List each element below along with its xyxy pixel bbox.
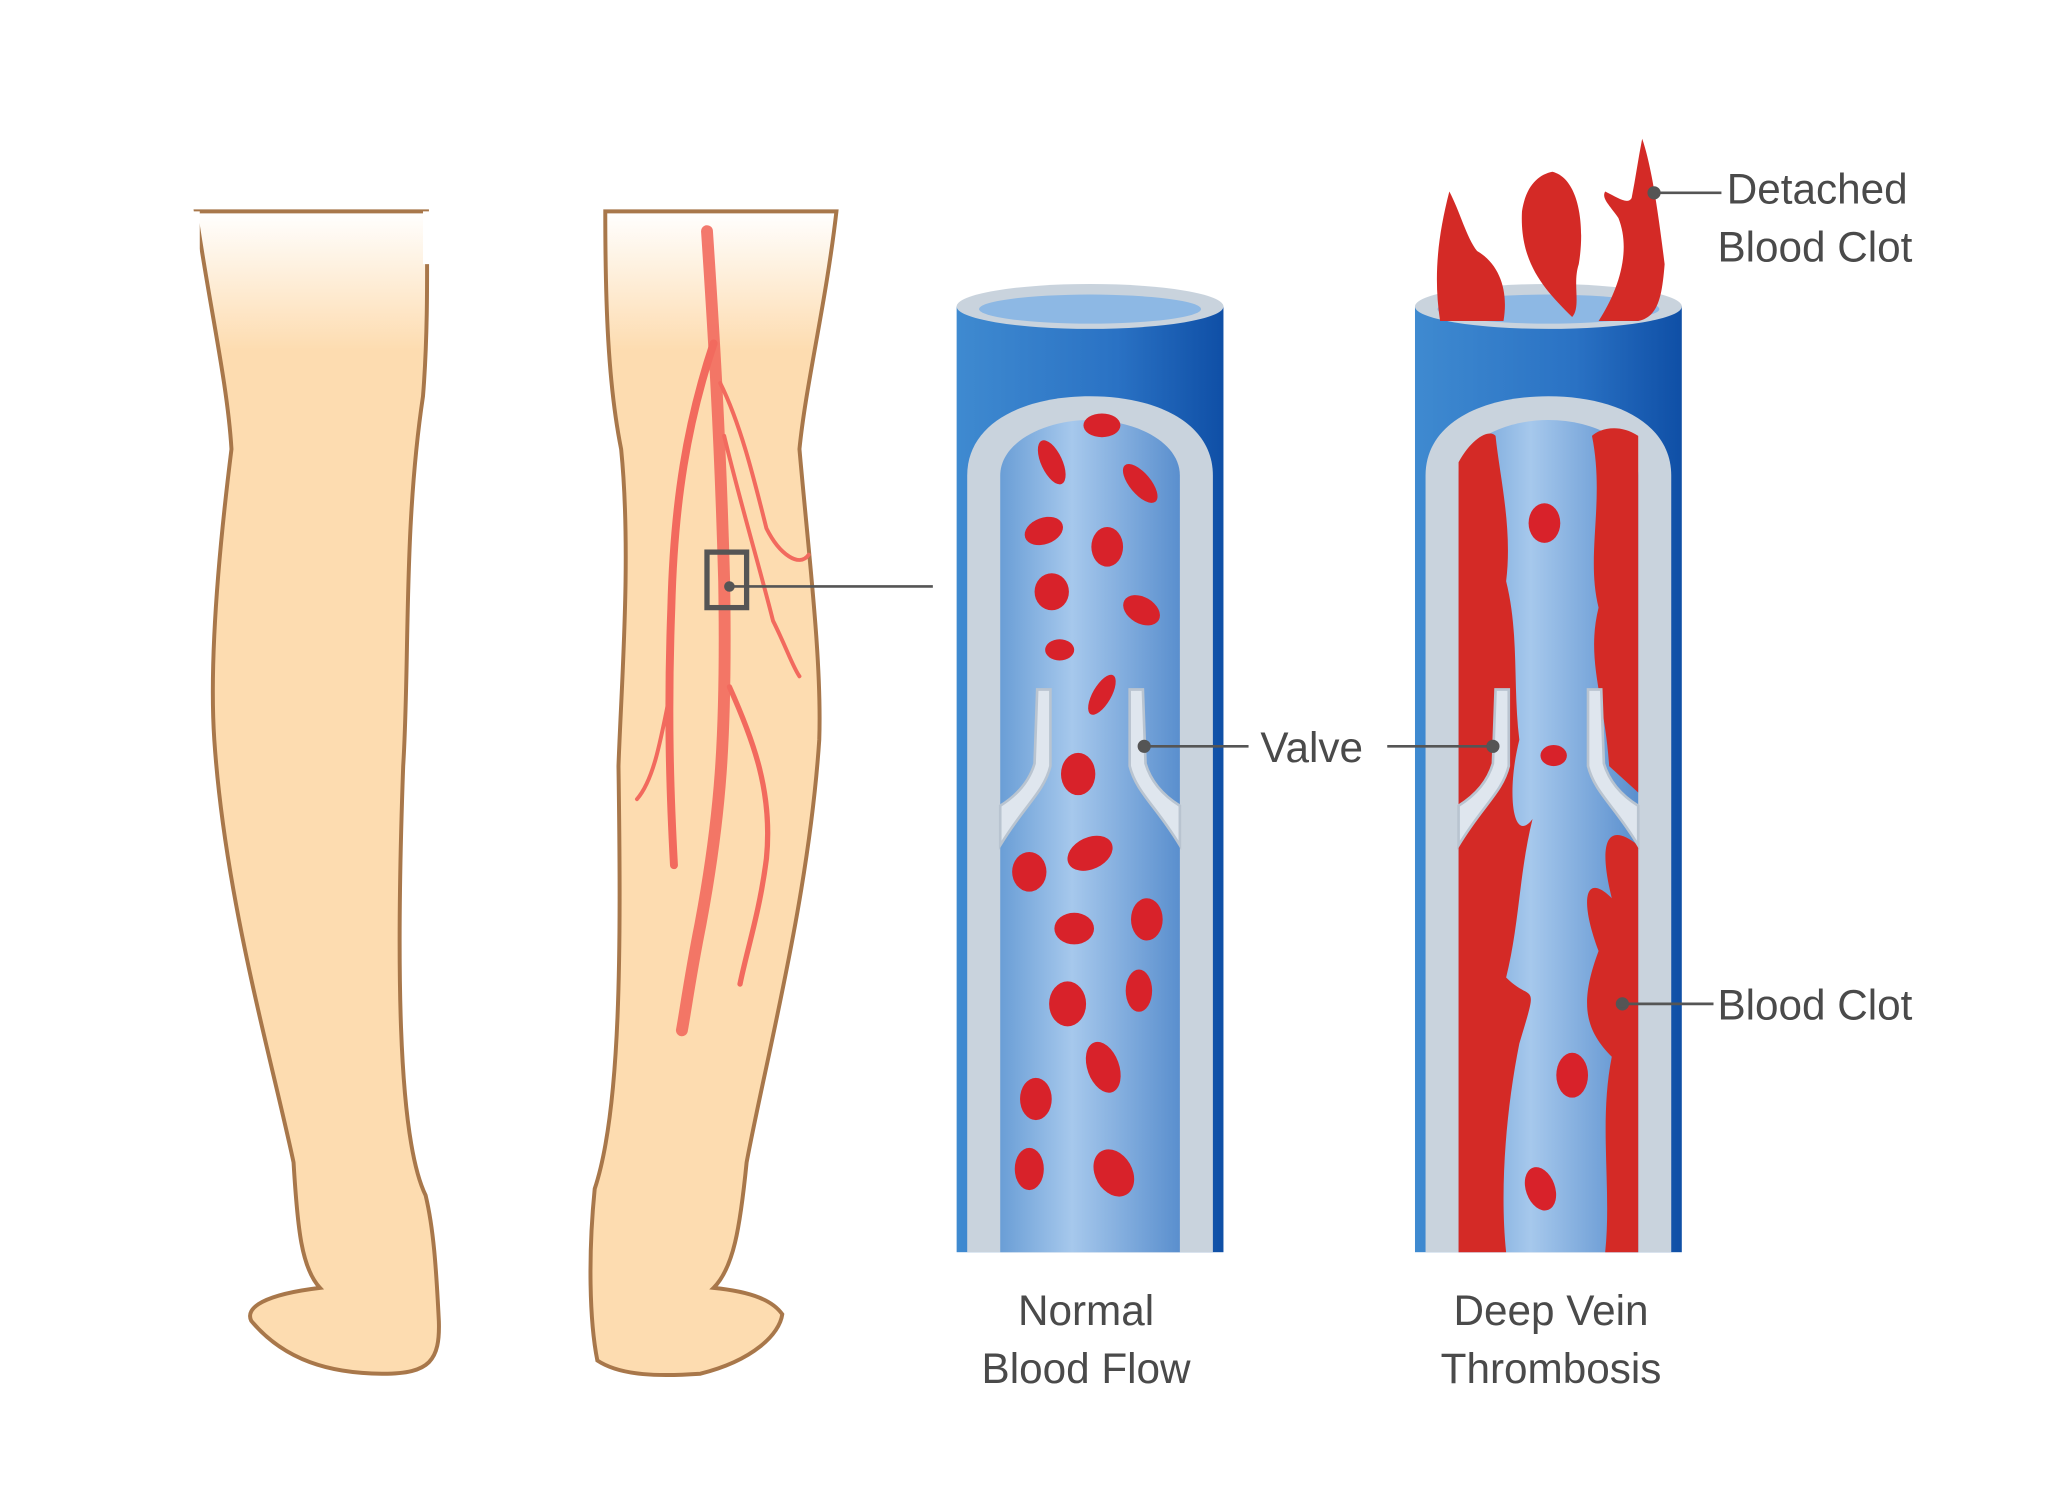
label-normal-line2: Blood Flow (982, 1345, 1191, 1392)
dvt-vein (1414, 138, 1682, 1253)
valve-right-dvt (1586, 688, 1640, 851)
red-blood-cells (1012, 413, 1163, 1197)
red-blood-cells-dvt (1524, 503, 1589, 1211)
detached-blood-clots (1436, 138, 1665, 321)
leg-back-normal (191, 209, 441, 1376)
leader-lines (1137, 186, 1722, 1011)
label-dvt-line1: Deep Vein (1454, 1287, 1649, 1334)
valve-right (1128, 688, 1182, 851)
leg-veins (634, 225, 811, 1037)
blood-clot-walls (1458, 428, 1639, 1253)
label-dvt-line2: Thrombosis (1441, 1345, 1662, 1392)
leg-back-veins (588, 209, 933, 1378)
label-detached-line2: Blood Clot (1717, 224, 1912, 271)
normal-vein (956, 283, 1224, 1253)
valve-left (998, 688, 1052, 851)
label-blood-clot: Blood Clot (1717, 982, 1912, 1029)
zoom-region-box (704, 549, 750, 611)
label-normal-line1: Normal (1018, 1287, 1154, 1334)
label-valve: Valve (1260, 724, 1363, 771)
valve-left-dvt (1457, 688, 1511, 851)
label-detached-line1: Detached (1727, 165, 1908, 212)
